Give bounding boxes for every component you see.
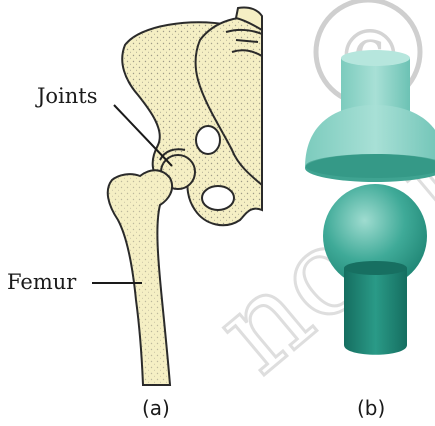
ball-stem: [344, 268, 407, 355]
femur-label: Femur: [7, 270, 76, 294]
caption-a: (a): [142, 396, 170, 420]
joints-label: Joints: [37, 84, 98, 108]
caption-b: (b): [357, 396, 385, 420]
